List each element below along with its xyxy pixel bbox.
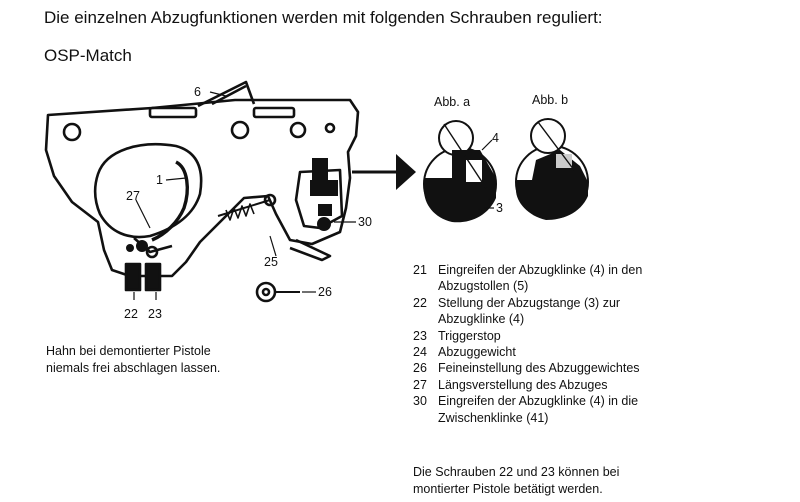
warning-note: Hahn bei demontierter Pistole niemals fr… bbox=[46, 344, 221, 375]
legend-item: 23 Triggerstop bbox=[413, 328, 642, 344]
label-4: 4 bbox=[492, 131, 499, 145]
legend-number: 24 bbox=[413, 345, 427, 360]
legend-text: Feineinstellung des Abzuggewichtes bbox=[438, 361, 640, 376]
legend-number: 30 bbox=[413, 394, 427, 409]
arrow-head-icon bbox=[396, 154, 416, 190]
legend-list: 21 Eingreifen der Abzugklinke (4) in den … bbox=[413, 262, 642, 426]
legend-text: Eingreifen der Abzugklinke (4) in die Zw… bbox=[438, 394, 639, 425]
legend-text: Stellung der Abzugstange (3) zur Abzugkl… bbox=[438, 295, 621, 327]
internal-parts-fill bbox=[126, 158, 338, 252]
label-abb-a: Abb. a bbox=[434, 95, 470, 109]
legend-number: 21 bbox=[413, 263, 427, 277]
legend-item: 27 Längsverstellung des Abzuges bbox=[413, 377, 642, 393]
label-1: 1 bbox=[156, 173, 163, 187]
detail-figure-a bbox=[423, 120, 497, 223]
label-22: 22 bbox=[124, 307, 138, 321]
label-26: 26 bbox=[318, 285, 332, 299]
legend-item: 21 Eingreifen der Abzugklinke (4) in den … bbox=[413, 262, 642, 295]
legend-text: Längsverstellung des Abzuges bbox=[438, 377, 608, 392]
page-heading: Die einzelnen Abzugfunktionen werden mit… bbox=[44, 8, 603, 27]
legend-item: 24 Abzuggewicht bbox=[413, 344, 642, 360]
label-30: 30 bbox=[358, 215, 372, 229]
label-6: 6 bbox=[194, 85, 201, 99]
legend-item: 26 Feineinstellung des Abzuggewichtes bbox=[413, 360, 642, 376]
legend-item: 30 Eingreifen der Abzugklinke (4) in die … bbox=[413, 393, 642, 426]
legend-text: Abzuggewicht bbox=[438, 345, 516, 360]
label-abb-b: Abb. b bbox=[532, 93, 568, 107]
legend-number: 23 bbox=[413, 328, 427, 343]
detail-figure-b bbox=[515, 118, 589, 220]
label-3: 3 bbox=[496, 201, 503, 215]
legend-number: 26 bbox=[413, 361, 427, 376]
leader-lines bbox=[133, 91, 356, 300]
footer-note: Die Schrauben 22 und 23 können bei monti… bbox=[413, 465, 620, 496]
legend-item: 22 Stellung der Abzugstange (3) zur Abzug… bbox=[413, 295, 642, 328]
legend-text: Triggerstop bbox=[438, 328, 501, 343]
model-title: OSP-Match bbox=[44, 46, 132, 65]
trigger-housing-drawing bbox=[44, 80, 360, 303]
legend-text: Eingreifen der Abzugklinke (4) in den Ab… bbox=[438, 263, 643, 294]
label-27: 27 bbox=[126, 189, 140, 203]
legend-number: 27 bbox=[413, 377, 427, 392]
label-23: 23 bbox=[148, 307, 162, 321]
legend-number: 22 bbox=[413, 295, 427, 310]
label-25: 25 bbox=[264, 255, 278, 269]
